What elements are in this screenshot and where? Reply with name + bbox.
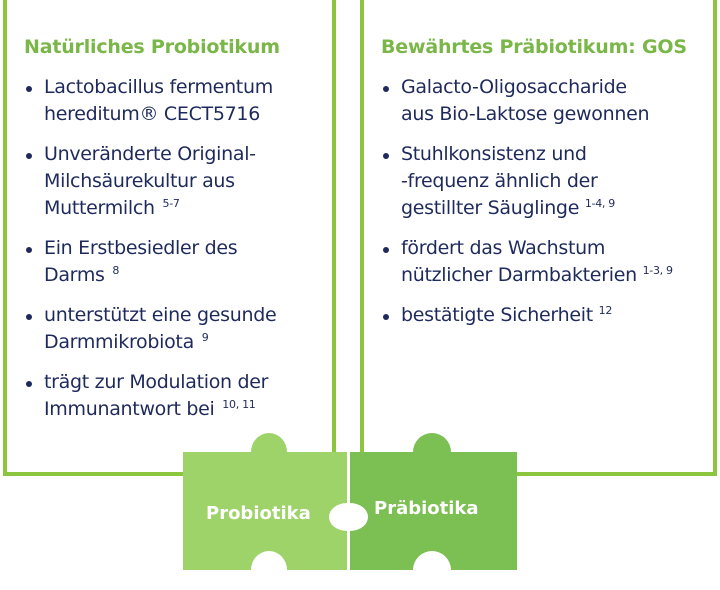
bullet-line-text: Darmmikrobiota [44, 331, 194, 353]
reference-superscript: 10, 11 [222, 398, 256, 411]
probiotic-panel-title: Natürliches Probiotikum [24, 36, 280, 58]
prebiotic-panel: Bewährtes Präbiotikum: GOS Galacto-Oligo… [360, 0, 717, 476]
prebiotic-bullet-list: Galacto-Oligosaccharide aus Bio-Laktose g… [379, 74, 705, 342]
bullet-line: bestätigte Sicherheit 12 [401, 302, 705, 329]
reference-superscript: 9 [201, 331, 209, 344]
praebiotika-puzzle-piece [350, 433, 517, 570]
reference-superscript: 5-7 [162, 197, 180, 210]
reference-superscript: 12 [598, 304, 613, 317]
bullet-line: aus Bio-Laktose gewonnen [401, 103, 650, 125]
bullet-line-text: bestätigte Sicherheit [401, 304, 593, 326]
bullet-line: Ein Erstbesiedler des [44, 237, 238, 259]
bullet-line: Darms 8 [44, 262, 324, 289]
prebiotic-panel-title: Bewährtes Präbiotikum: GOS [381, 36, 687, 58]
bullet-line: Muttermilch 5-7 [44, 195, 324, 222]
bullet-item: bestätigte Sicherheit 12 [379, 302, 705, 329]
bullet-line: Stuhlkonsistenz und [401, 143, 587, 165]
bullet-line: nützlicher Darmbakterien 1-3, 9 [401, 262, 705, 289]
bullet-dot-icon [383, 86, 389, 92]
bullet-item: Stuhlkonsistenz und -frequenz ähnlich der… [379, 141, 705, 222]
bullet-line-text: Darms [44, 264, 105, 286]
bullet-line-text: Immunantwort bei [44, 398, 215, 420]
bullet-dot-icon [383, 153, 389, 159]
probiotic-bullet-list: Lactobacillus fermentum hereditum® CECT57… [22, 74, 324, 436]
bullet-item: fördert das Wachstum nützlicher Darmbakte… [379, 235, 705, 289]
bullet-line: Lactobacillus fermentum [44, 76, 273, 98]
bullet-line: Immunantwort bei 10, 11 [44, 396, 324, 423]
bullet-dot-icon [26, 314, 32, 320]
bullet-dot-icon [383, 247, 389, 253]
bullet-line: -frequenz ähnlich der [401, 170, 598, 192]
bullet-line: gestillter Säuglinge 1-4, 9 [401, 195, 705, 222]
bullet-line: Galacto-Oligosaccharide [401, 76, 627, 98]
bullet-line-text: Muttermilch [44, 197, 155, 219]
probiotic-panel: Natürliches Probiotikum Lactobacillus fe… [3, 0, 336, 476]
bullet-item: Galacto-Oligosaccharide aus Bio-Laktose g… [379, 74, 705, 128]
reference-superscript: 1-3, 9 [642, 264, 673, 277]
bullet-line-text: gestillter Säuglinge [401, 197, 580, 219]
reference-superscript: 8 [112, 264, 120, 277]
bullet-dot-icon [383, 314, 389, 320]
bullet-item: Unveränderte Original- Milchsäurekultur a… [22, 141, 324, 222]
bullet-dot-icon [26, 86, 32, 92]
probiotika-label: Probiotika [206, 503, 311, 524]
bullet-dot-icon [26, 247, 32, 253]
bullet-line: Milchsäurekultur aus [44, 170, 235, 192]
bullet-line: fördert das Wachstum [401, 237, 606, 259]
bullet-line: Unveränderte Original- [44, 143, 256, 165]
bullet-line: trägt zur Modulation der [44, 371, 269, 393]
bullet-dot-icon [26, 153, 32, 159]
bullet-line: unterstützt eine gesunde [44, 304, 277, 326]
bullet-line-text: nützlicher Darmbakterien [401, 264, 637, 286]
bullet-item: Lactobacillus fermentum hereditum® CECT57… [22, 74, 324, 128]
reference-superscript: 1-4, 9 [584, 197, 616, 210]
bullet-dot-icon [26, 381, 32, 387]
probiotika-puzzle-piece [183, 433, 347, 570]
bullet-line: hereditum® CECT5716 [44, 103, 260, 125]
bullet-line: Darmmikrobiota 9 [44, 329, 324, 356]
praebiotika-label: Präbiotika [374, 498, 479, 519]
